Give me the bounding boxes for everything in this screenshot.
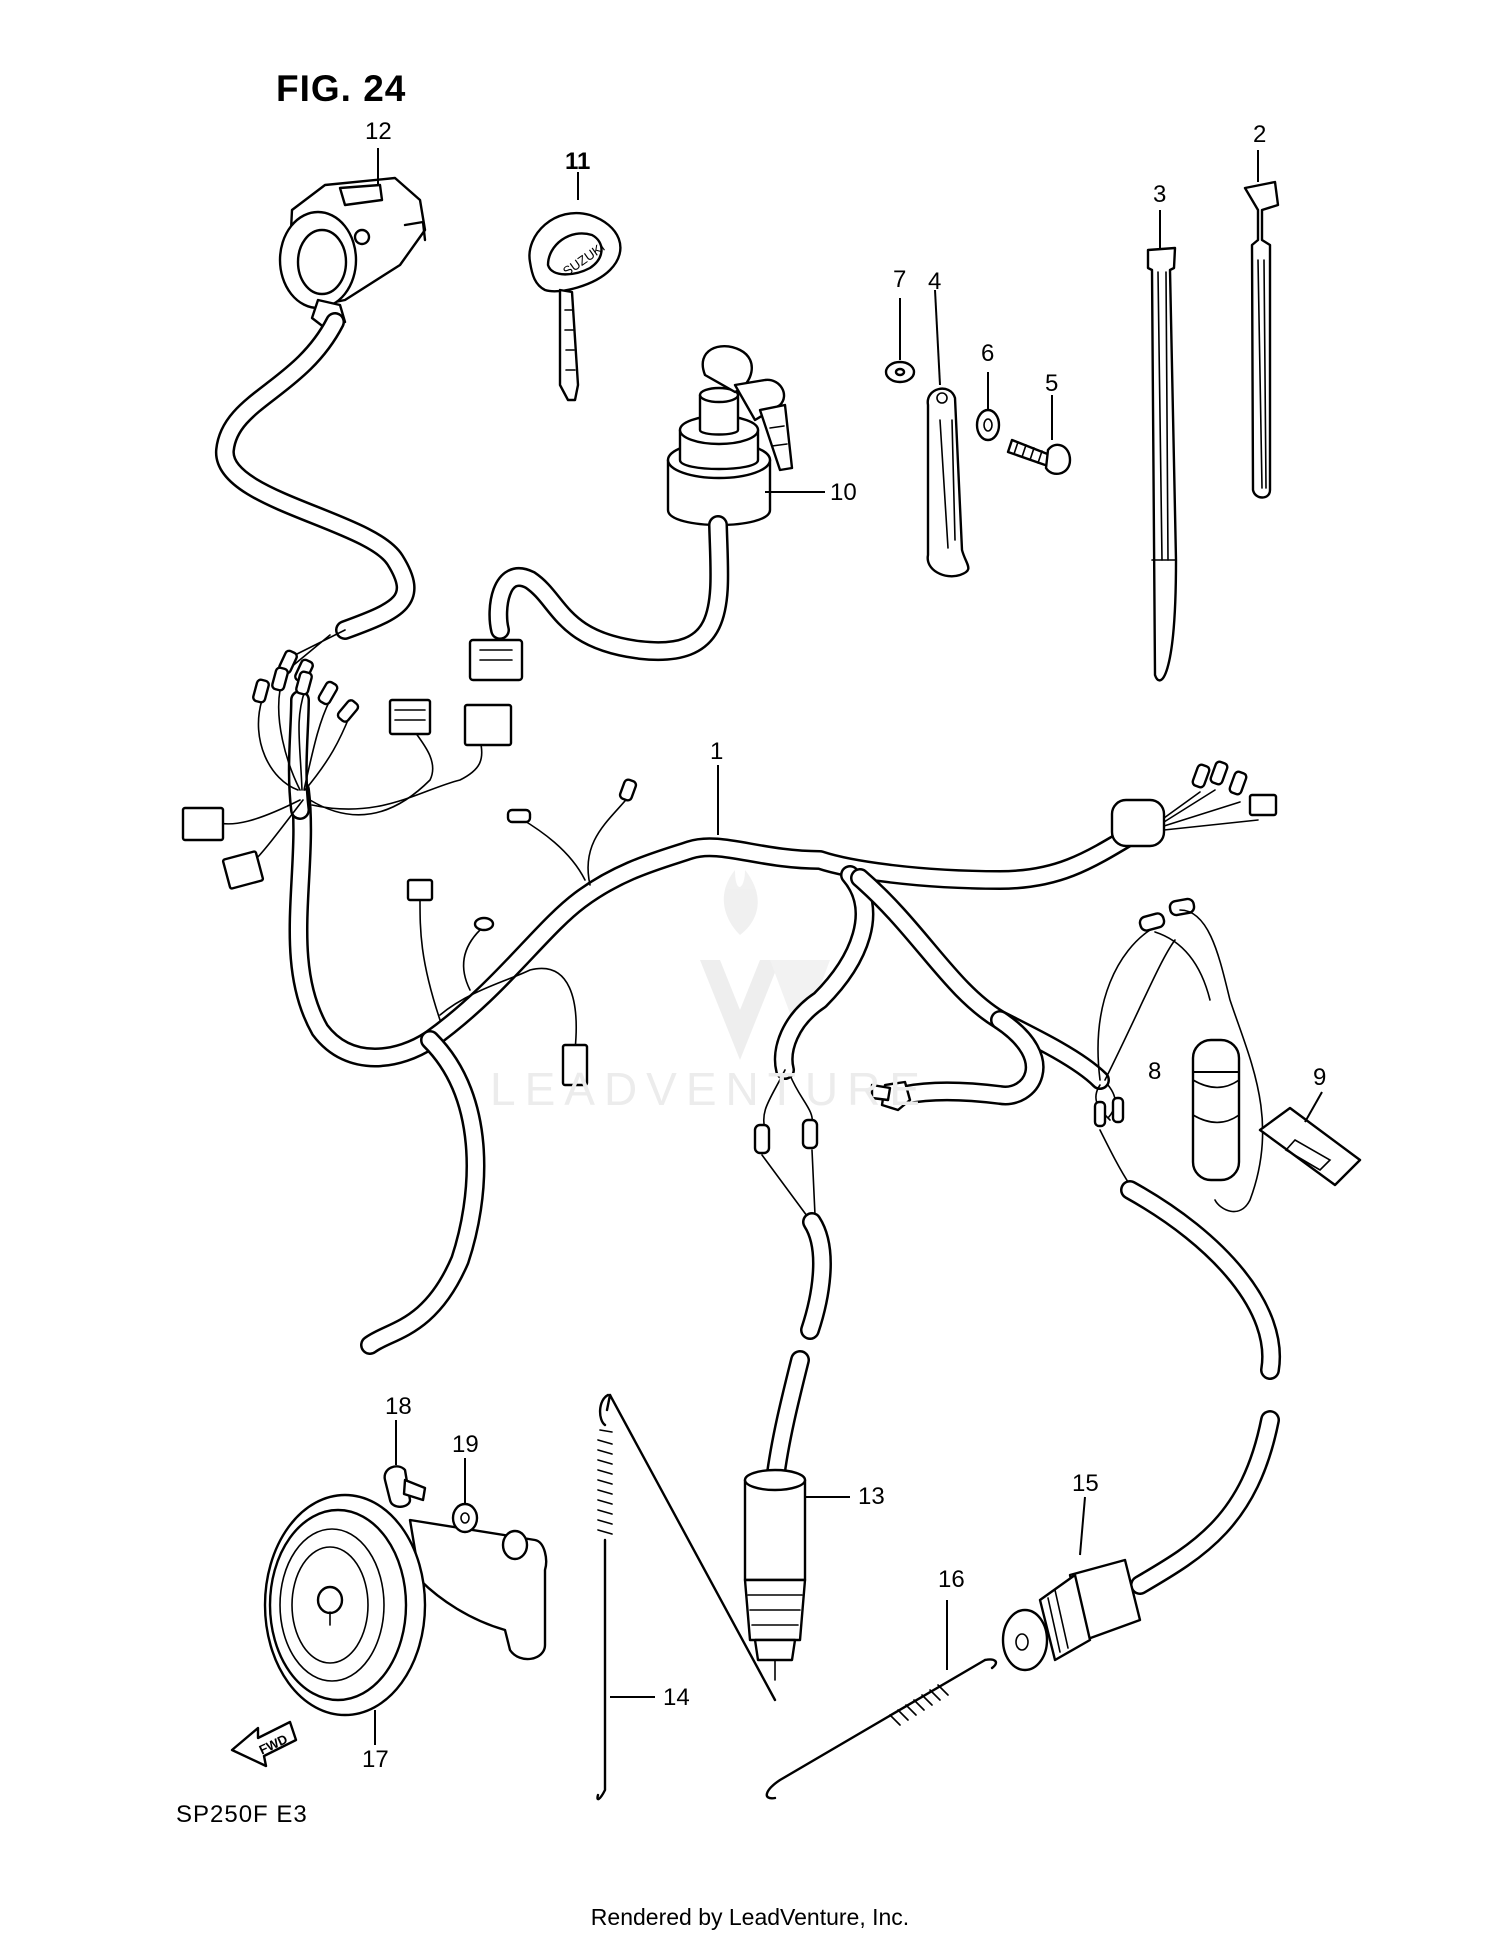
callout-9: 9 [1313, 1064, 1327, 1091]
washer-part-19 [451, 1502, 479, 1534]
band-part-3 [1146, 246, 1178, 682]
nut-part-6 [975, 408, 1001, 442]
cable-rod-part-14 [596, 1393, 777, 1801]
callout-14: 14 [663, 1684, 690, 1711]
callout-13: 13 [858, 1483, 885, 1510]
bracket-part-9 [1258, 1106, 1362, 1187]
callout-15: 15 [1072, 1470, 1099, 1497]
bolt-part-5 [1006, 438, 1072, 476]
horn-part-17 [263, 1493, 548, 1717]
main-wiring-harness-part-1 [288, 760, 1278, 1355]
callout-16: 16 [938, 1566, 965, 1593]
bolt-part-18 [383, 1465, 427, 1508]
callout-11: 11 [565, 148, 591, 175]
callout-10: 10 [830, 479, 857, 506]
fwd-arrow-icon: FWD [230, 1720, 298, 1768]
harness-left-connectors [181, 666, 513, 890]
tie-band-part-2 [1243, 180, 1280, 499]
callout-6: 6 [981, 340, 995, 367]
handlebar-switch-part-12 [278, 176, 427, 330]
watermark-logo [700, 870, 830, 1060]
callout-1: 1 [710, 738, 724, 765]
watermark-text: LEADVENTURE [490, 1063, 929, 1115]
callout-12: 12 [365, 118, 392, 145]
callout-17: 17 [362, 1746, 389, 1773]
clamp-part-4 [926, 387, 970, 578]
switch-12-cable [215, 312, 416, 684]
callout-7: 7 [893, 266, 907, 293]
callout-19: 19 [452, 1431, 479, 1458]
spring-rod-part-16 [765, 1658, 998, 1800]
switch-part-15 [1001, 1084, 1282, 1672]
washer-part-7 [884, 360, 916, 384]
callout-4: 4 [928, 268, 942, 295]
footer-credit: Rendered by LeadVenture, Inc. [590, 1904, 910, 1930]
sensor-part-13 [743, 1069, 832, 1681]
ignition-cable [468, 515, 730, 682]
callout-3: 3 [1153, 181, 1167, 208]
callout-2: 2 [1253, 121, 1267, 148]
callout-8: 8 [1148, 1058, 1162, 1085]
leader-lines [374, 148, 1323, 1745]
condenser-part-8 [1097, 897, 1264, 1213]
ignition-switch-part-10 [666, 345, 794, 527]
figure-title: FIG. 24 [276, 68, 407, 109]
callout-5: 5 [1045, 370, 1059, 397]
callout-18: 18 [385, 1393, 412, 1420]
key-part-11: SUZUKI [528, 212, 622, 402]
model-code: SP250F E3 [176, 1801, 308, 1828]
